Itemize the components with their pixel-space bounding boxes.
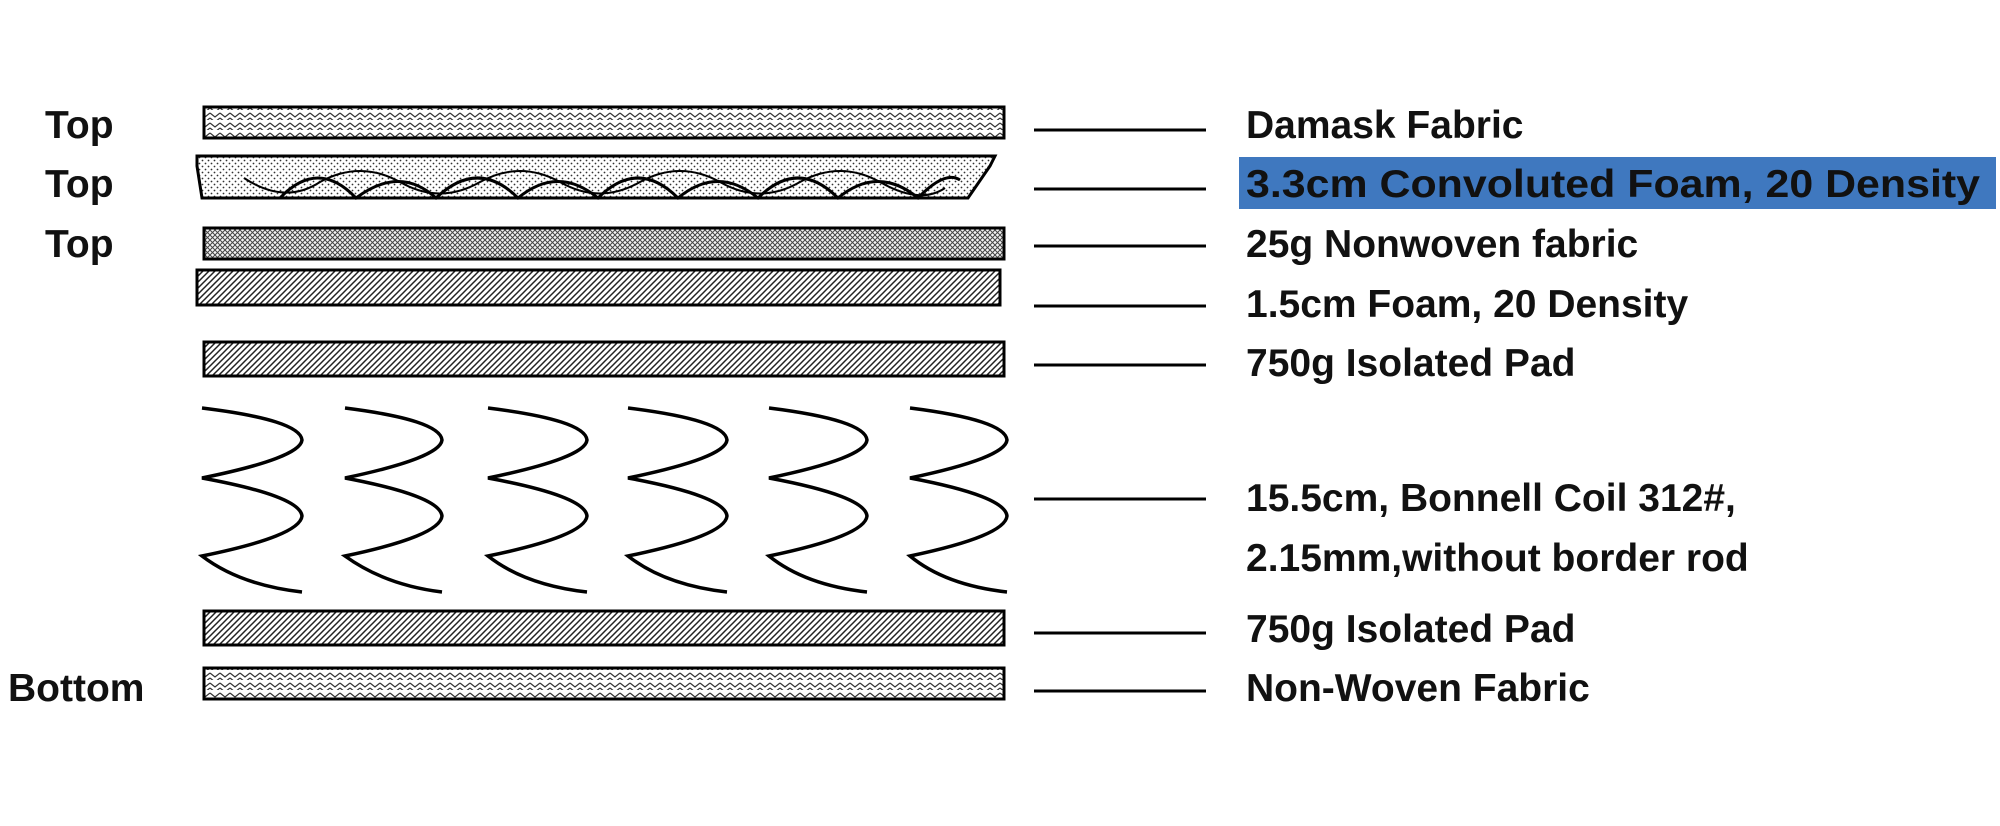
side-label-top-2: Top <box>45 163 114 206</box>
label-highlight <box>1239 157 1996 209</box>
coil-spring-icon <box>197 406 304 594</box>
coil-spring-icon <box>906 406 1009 594</box>
layer-bonnell-coil <box>197 406 1009 594</box>
layer-convoluted-foam <box>195 154 998 201</box>
coil-spring-icon <box>483 406 589 594</box>
label-nonwoven-25g: 25g Nonwoven fabric <box>1246 223 1638 266</box>
coil-spring-icon <box>623 406 729 594</box>
label-isolated-pad-top: 750g Isolated Pad <box>1246 342 1575 385</box>
coil-spring-icon <box>340 406 444 594</box>
label-isolated-pad-bottom: 750g Isolated Pad <box>1246 608 1575 651</box>
layer-isolated-pad-bottom <box>202 609 1006 647</box>
label-damask-fabric: Damask Fabric <box>1246 104 1523 147</box>
label-convoluted-foam: 3.3cm Convoluted Foam, 20 Density <box>1246 163 1980 206</box>
label-bonnell-coil-line2: 2.15mm,without border rod <box>1246 537 1749 580</box>
label-bonnell-coil-line1: 15.5cm, Bonnell Coil 312#, <box>1246 477 1736 520</box>
side-label-bottom: Bottom <box>8 667 144 710</box>
layer-damask-fabric <box>202 105 1006 140</box>
label-non-woven-fabric: Non-Woven Fabric <box>1246 667 1590 710</box>
side-label-top-3: Top <box>45 223 114 266</box>
label-foam-1-5: 1.5cm Foam, 20 Density <box>1246 283 1689 326</box>
layer-non-woven-fabric <box>202 666 1006 701</box>
coil-spring-icon <box>765 406 869 594</box>
layer-foam-1-5 <box>195 268 1002 307</box>
layer-nonwoven-25g <box>202 226 1006 261</box>
side-label-top-1: Top <box>45 104 114 147</box>
layer-isolated-pad-top <box>202 340 1006 378</box>
